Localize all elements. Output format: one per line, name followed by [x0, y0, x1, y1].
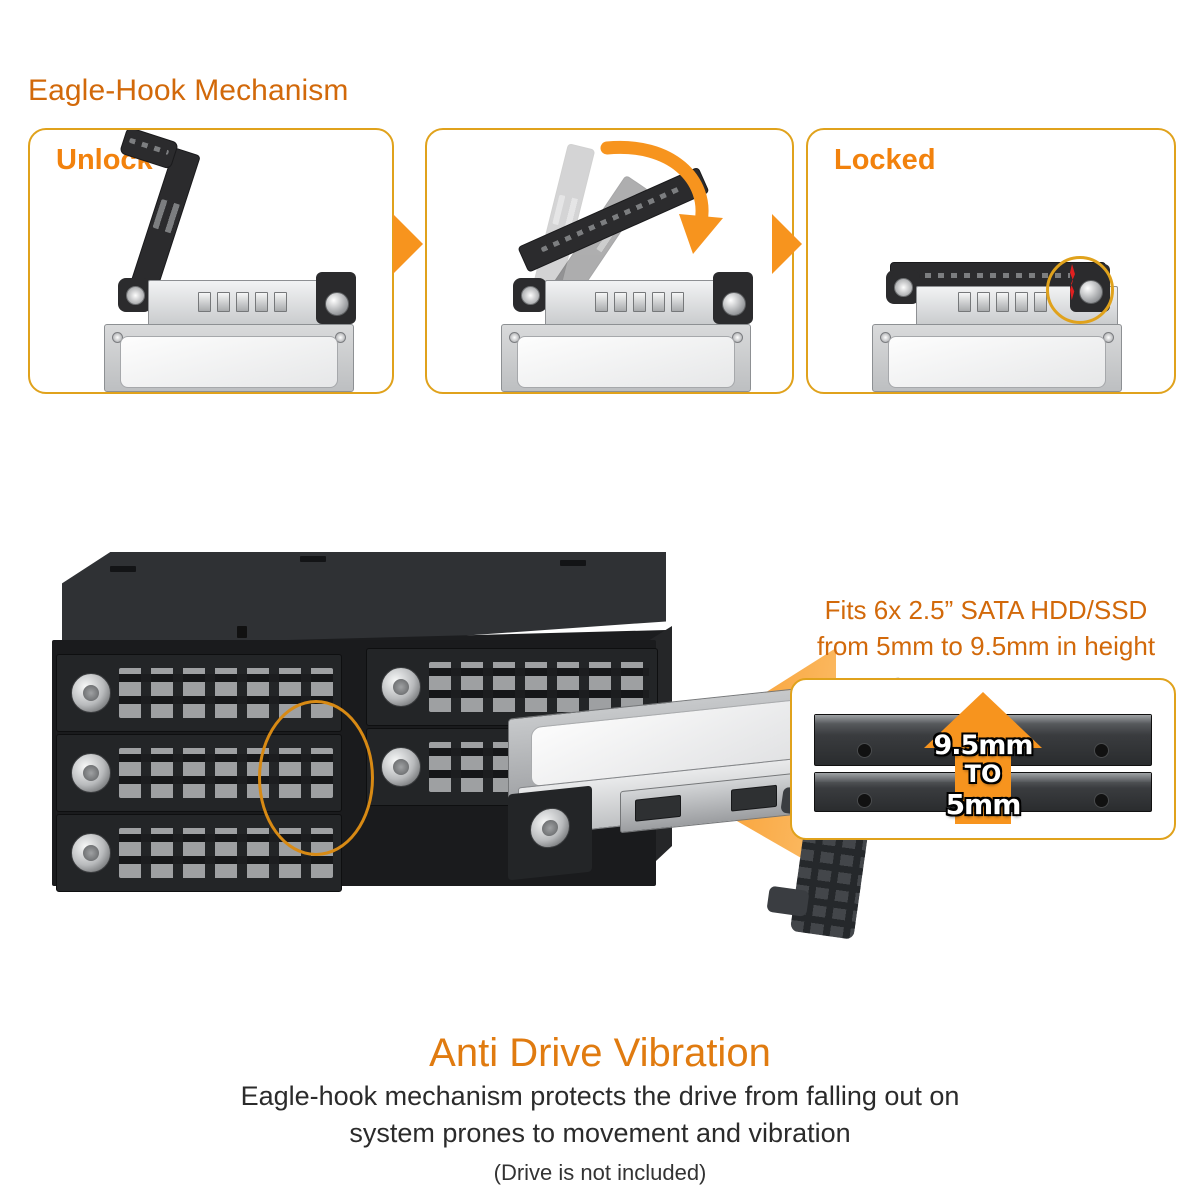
drive-not-included-disclaimer: (Drive is not included)	[493, 1160, 707, 1185]
hook-claw-bottom	[766, 885, 810, 917]
fits-line-1: Fits 6x 2.5” SATA HDD/SSD	[824, 595, 1148, 625]
bay-lock-icon-3[interactable]	[71, 833, 111, 873]
fits-callout-text: Fits 6x 2.5” SATA HDD/SSD from 5mm to 9.…	[790, 592, 1182, 664]
badge-height-max: 9.5mm	[933, 730, 1033, 761]
step-panel-unlock: Unlock	[28, 128, 394, 394]
badge-to-label: TO	[964, 760, 1002, 788]
step-arrow-1-icon	[393, 214, 423, 274]
eagle-hook-section-title: Eagle-Hook Mechanism	[28, 74, 349, 107]
curved-arrow-down-icon	[600, 140, 723, 254]
lid-vent-right	[560, 560, 586, 566]
bay-vents-4	[429, 662, 649, 712]
fits-line-2: from 5mm to 9.5mm in height	[816, 631, 1156, 661]
lock-highlight-ellipse-icon	[1046, 256, 1114, 324]
badge-height-min: 5mm	[945, 788, 1022, 821]
tray-faceplate[interactable]	[508, 785, 592, 881]
enclosure-led-icon	[237, 626, 247, 638]
anti-vibration-title: Anti Drive Vibration	[429, 1031, 771, 1075]
lid-vent-mid	[300, 556, 326, 562]
bay-lock-icon-6[interactable]	[530, 805, 570, 851]
step-label-locked: Locked	[834, 144, 936, 176]
anti-vibration-desc-line-1: Eagle-hook mechanism protects the drive …	[240, 1081, 960, 1111]
step-panel-locked: Locked	[806, 128, 1176, 394]
bay-lock-icon-5[interactable]	[381, 747, 421, 787]
anti-vibration-desc-line-2: system prones to movement and vibration	[349, 1118, 851, 1148]
arrow-up-icon: 9.5mm TO 5mm	[924, 692, 1042, 824]
bottom-copy-block: Anti Drive Vibration Eagle-hook mechanis…	[0, 1028, 1200, 1190]
drive-bay-4[interactable]	[366, 648, 658, 726]
ssd-height-panel: 9.5mm TO 5mm	[790, 678, 1176, 840]
lid-vent-left	[110, 566, 136, 572]
drive-bay-1[interactable]	[56, 654, 342, 732]
bay-lock-icon-2[interactable]	[71, 753, 111, 793]
bay-lock-icon-1[interactable]	[71, 673, 111, 713]
step-panel-rotating	[425, 128, 794, 394]
eagle-hook-highlight-circle-icon	[258, 700, 374, 856]
bay-lock-icon-4[interactable]	[381, 667, 421, 707]
